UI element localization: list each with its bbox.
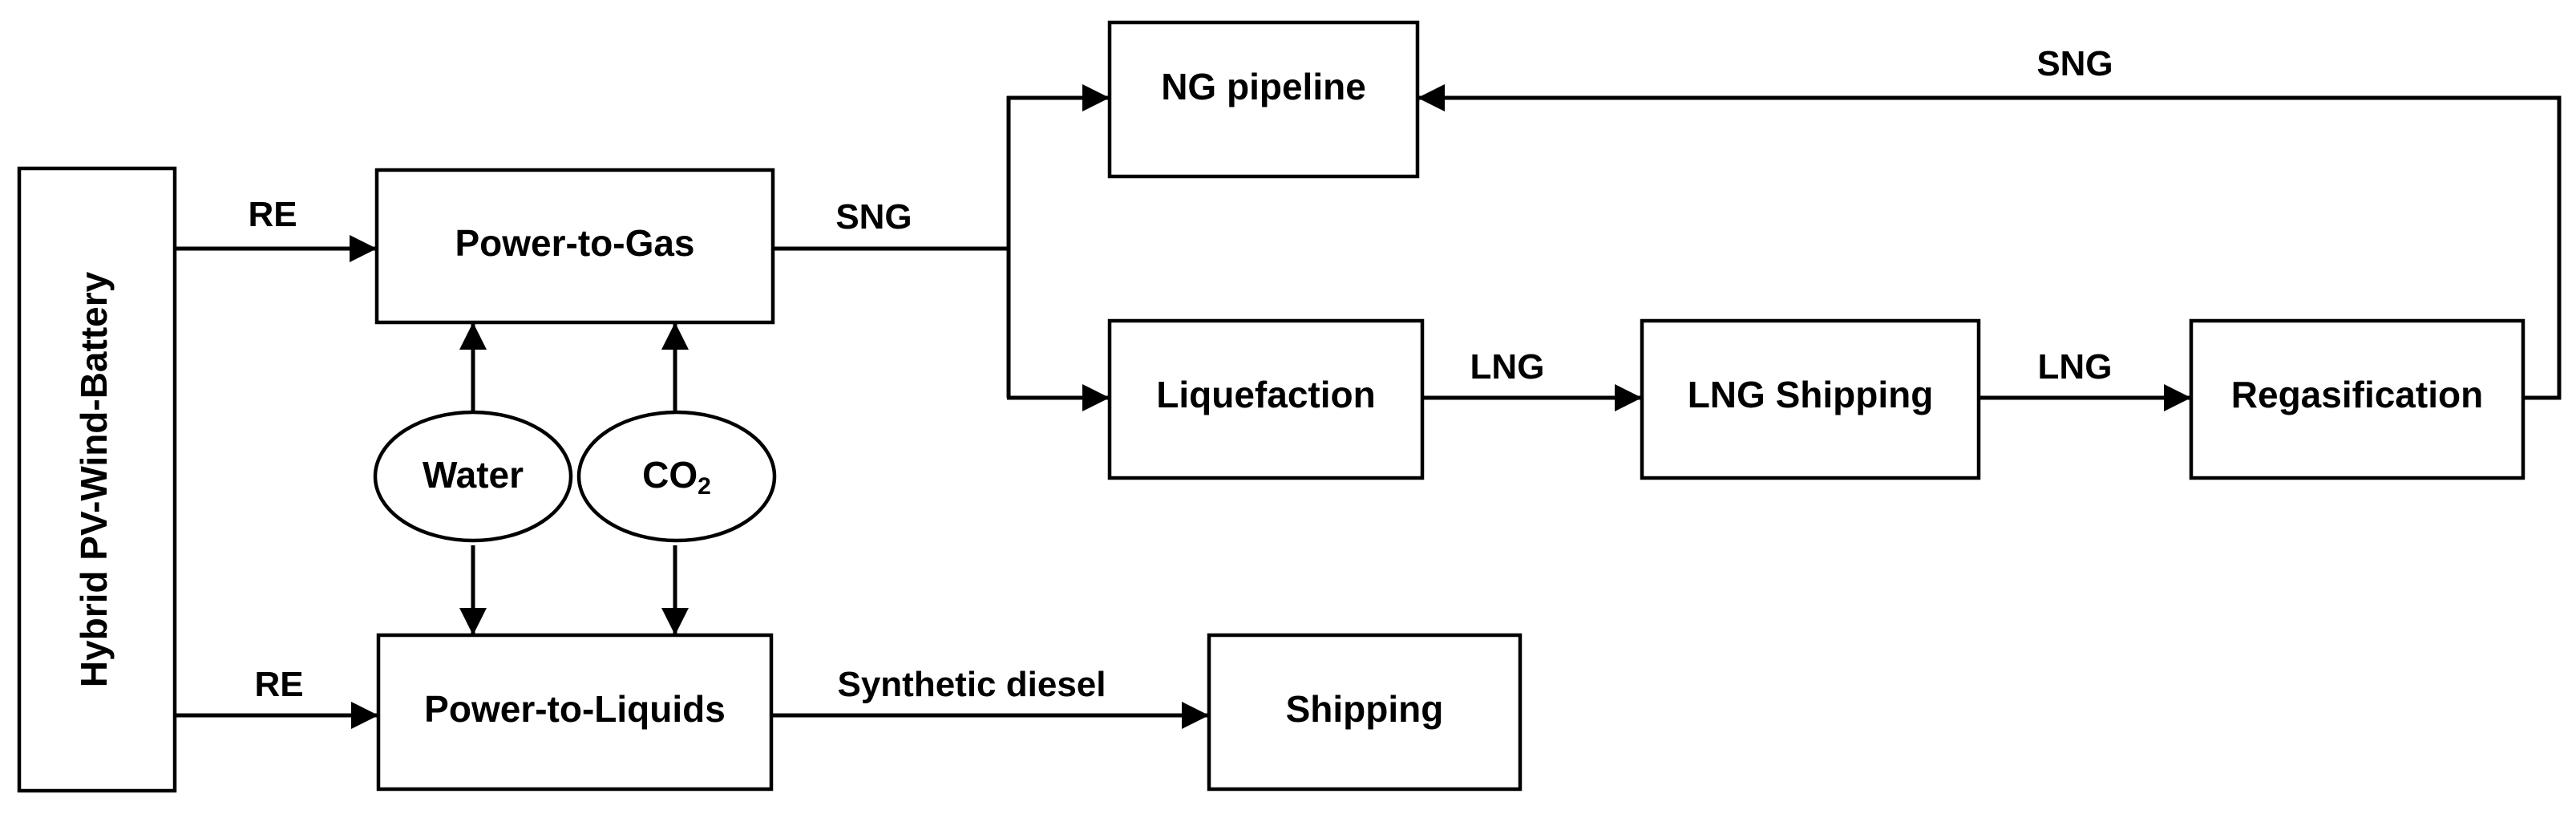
regasification-node: Regasification xyxy=(2189,318,2525,480)
co2-label-main: CO xyxy=(642,454,698,496)
shipping-label: Shipping xyxy=(1286,688,1444,730)
edge-label-synthetic-diesel: Synthetic diesel xyxy=(837,665,1106,704)
regasification-label: Regasification xyxy=(2231,374,2483,415)
water-label: Water xyxy=(423,454,524,496)
edge-label-re-top: RE xyxy=(248,195,297,234)
power-to-gas-node: Power-to-Gas xyxy=(374,168,775,325)
edge-label-sng-return: SNG xyxy=(2036,44,2113,83)
arrow-regasification-to-ng-pipeline xyxy=(1417,84,2562,400)
liquefaction-node: Liquefaction xyxy=(1107,318,1425,480)
ng-pipeline-node: NG pipeline xyxy=(1107,20,1420,179)
liquefaction-label: Liquefaction xyxy=(1156,374,1375,415)
connectors xyxy=(175,84,2562,729)
edge-label-sng-out: SNG xyxy=(835,197,912,237)
co2-label: CO2 xyxy=(642,454,711,500)
edge-label-re-bottom: RE xyxy=(254,665,303,704)
edge-label-lng-1: LNG xyxy=(1470,347,1545,387)
ng-pipeline-label: NG pipeline xyxy=(1161,66,1366,107)
source-node-label: Hybrid PV-Wind-Battery xyxy=(73,271,115,687)
shipping-node: Shipping xyxy=(1207,633,1523,792)
power-to-liquids-node: Power-to-Liquids xyxy=(376,633,774,792)
power-to-liquids-label: Power-to-Liquids xyxy=(424,688,726,730)
edge-label-lng-2: LNG xyxy=(2038,347,2113,387)
co2-label-subscript: 2 xyxy=(698,473,711,500)
lng-shipping-label: LNG Shipping xyxy=(1688,374,1934,415)
edge-labels: RE RE SNG SNG LNG LNG Synthetic diesel xyxy=(248,44,2113,704)
power-to-gas-label: Power-to-Gas xyxy=(455,222,694,264)
co2-node: CO2 xyxy=(576,410,777,543)
source-node: Hybrid PV-Wind-Battery xyxy=(17,166,177,793)
water-node: Water xyxy=(373,410,573,543)
lng-shipping-node: LNG Shipping xyxy=(1640,318,1981,480)
